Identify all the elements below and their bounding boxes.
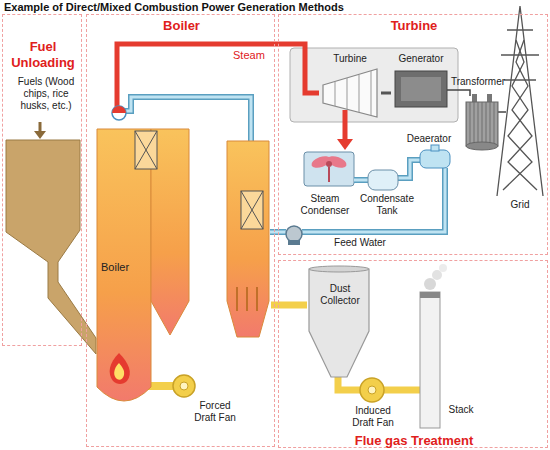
induced-draft-fan <box>360 378 384 402</box>
stack-label: Stack <box>444 404 478 416</box>
water-pipe <box>270 160 445 232</box>
fan-label: Induced Draft Fan <box>348 405 398 429</box>
condensate-tank <box>368 170 398 190</box>
pipe-connector <box>271 302 307 309</box>
grid-label: Grid <box>500 199 540 211</box>
region-heading: Boiler <box>87 18 276 34</box>
tank-label: Condensate Tank <box>358 193 416 217</box>
pipe-connector <box>381 92 391 95</box>
fuel-hopper <box>6 122 96 354</box>
region-heading: Fuel Unloading <box>5 39 81 70</box>
condenser-label: Steam Condenser <box>296 193 354 217</box>
stack <box>420 264 447 428</box>
fuel-label: Fuels (Wood chips, rice husks, etc.) <box>12 76 80 112</box>
boiler-body-shape <box>93 89 271 413</box>
transmission-tower <box>497 6 543 196</box>
fuel-region: Fuel Unloading <box>2 14 82 346</box>
node-label: Dust Collector <box>310 283 370 307</box>
turbine-panel <box>290 48 458 122</box>
transformer-symbol <box>466 94 498 150</box>
pipe-connector <box>117 44 319 93</box>
region-heading: Flue gas Treatment <box>279 433 549 449</box>
boiler-body: Boiler <box>93 89 271 413</box>
exhaust-steam-arrow <box>337 110 353 150</box>
diagram-title: Example of Direct/Mixed Combustion Power… <box>4 1 344 13</box>
steam-condenser <box>304 152 354 186</box>
edge-label: Steam <box>233 49 265 62</box>
dust-collector: Dust Collector <box>307 265 373 387</box>
generator-body: Generator <box>391 53 451 111</box>
forced-draft-fan <box>148 375 195 397</box>
node-label: Boiler <box>101 261 151 274</box>
node-label: Turbine <box>319 53 381 65</box>
deaerator-label: Deaerator <box>402 133 456 145</box>
fan-label: Forced Draft Fan <box>190 400 240 424</box>
feed-water-pump <box>286 226 302 245</box>
region-heading: Turbine <box>279 18 549 34</box>
transformer-label: Transformer <box>448 76 508 88</box>
feed-water-label: Feed Water <box>330 237 390 249</box>
flue-region: Flue gas Treatment Dust Collector <box>278 260 548 448</box>
deaerator-tank <box>420 145 450 168</box>
boiler-region: BoilerBoiler <box>86 14 275 447</box>
node-label: Generator <box>391 53 451 65</box>
turbine-body: Turbine <box>319 53 381 119</box>
